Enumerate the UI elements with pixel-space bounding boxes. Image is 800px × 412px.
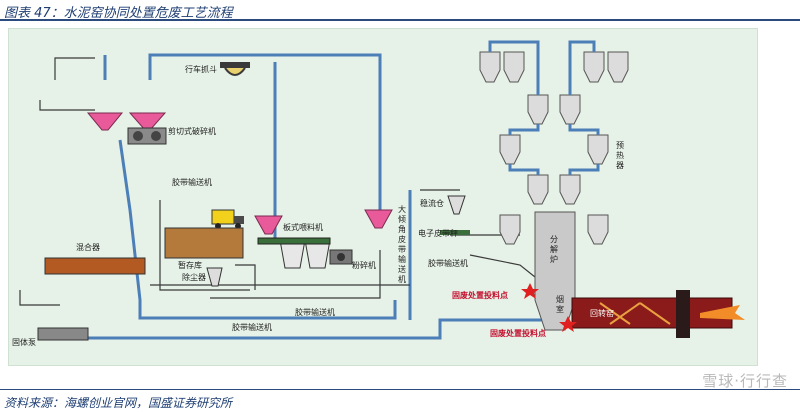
dust-label: 除尘器 bbox=[182, 272, 206, 282]
crusher-label: 剪切式破碎机 bbox=[168, 126, 216, 136]
grinder-label: 粉碎机 bbox=[352, 260, 376, 270]
calciner bbox=[534, 211, 576, 331]
crane-grab bbox=[220, 62, 250, 76]
watermark: 雪球·行行查 bbox=[702, 372, 788, 390]
stable-bin-label: 稳流仓 bbox=[420, 198, 444, 208]
scale-label: 电子皮带秤 bbox=[418, 228, 458, 238]
feed-point-2-label: 固废处置投料点 bbox=[490, 328, 546, 338]
calciner-label: 分解炉 bbox=[550, 235, 558, 264]
feed-point-star-2 bbox=[559, 316, 577, 332]
source-note: 资料来源：海螺创业官网，国盛证券研究所 bbox=[4, 396, 233, 410]
mixer-body bbox=[44, 257, 146, 275]
belt-mid-label: 胶带输送机 bbox=[295, 307, 335, 317]
kiln-flame bbox=[599, 302, 671, 325]
preheater-ducts bbox=[488, 40, 600, 175]
feeder-bins bbox=[279, 239, 331, 269]
kiln-label: 回转窑 bbox=[590, 308, 614, 318]
storage-label: 暂存库 bbox=[178, 260, 202, 270]
kiln-tyre bbox=[676, 290, 690, 338]
feed-point-1-label: 固废处置投料点 bbox=[452, 290, 508, 300]
plate-feeder-label: 板式喂料机 bbox=[283, 222, 323, 232]
mixer-label: 混合器 bbox=[76, 242, 100, 252]
belt1-label: 胶带输送机 bbox=[172, 177, 212, 187]
preheater-label: 预热器 bbox=[616, 140, 624, 170]
figure-title: 图表 47：水泥窑协同处置危废工艺流程 bbox=[4, 6, 233, 21]
dust-collector bbox=[206, 267, 223, 287]
belt-right-label: 胶带输送机 bbox=[428, 258, 468, 268]
feed-hoppers bbox=[86, 112, 393, 235]
belt-bottom-label: 胶带输送机 bbox=[232, 322, 272, 332]
dump-truck bbox=[211, 209, 244, 229]
line-network bbox=[19, 57, 546, 306]
solid-pump bbox=[37, 327, 89, 341]
stable-bin bbox=[447, 195, 466, 215]
plate-feeder-belt bbox=[257, 237, 331, 245]
footer-divider bbox=[0, 389, 800, 390]
header-divider bbox=[0, 19, 800, 21]
solid-pump-label: 固体泵 bbox=[12, 337, 36, 347]
burner-flame bbox=[700, 305, 745, 320]
pipe-network bbox=[60, 53, 555, 340]
preheater-cyclones bbox=[479, 51, 629, 245]
scale-belt bbox=[440, 230, 470, 235]
crane-label: 行车抓斗 bbox=[185, 64, 217, 74]
storage-pit bbox=[164, 227, 244, 259]
large-belt-label: 大倾角 皮带输 送机 bbox=[398, 204, 409, 284]
smoke-label: 烟室 bbox=[556, 295, 564, 314]
feed-point-star-1 bbox=[521, 283, 539, 299]
